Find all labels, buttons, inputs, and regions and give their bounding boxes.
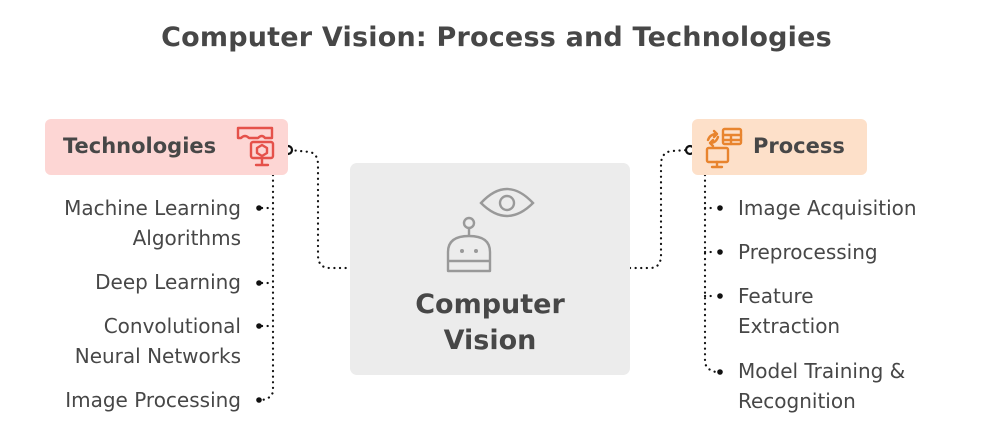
connector-technologies-center (288, 148, 352, 270)
eye-icon (479, 187, 535, 218)
item-line: Algorithms (132, 226, 241, 250)
center-label-line1: Computer (415, 289, 565, 320)
diagram-title: Computer Vision: Process and Technologie… (161, 22, 832, 53)
item-line: Deep Learning (95, 270, 241, 294)
process-label: Process (753, 134, 845, 158)
item-line: Extraction (738, 314, 841, 338)
item-line: Machine Learning (64, 196, 241, 220)
bullet-dot (717, 293, 723, 299)
bullet-dot (256, 205, 262, 211)
item-line: Preprocessing (738, 240, 878, 264)
bullet-dot (717, 249, 723, 255)
connector-process-trunk (703, 173, 718, 374)
item-line: Image Processing (65, 388, 241, 412)
technology-item: Image Processing (65, 385, 241, 415)
bullet-dot (256, 323, 262, 329)
technology-item: Deep Learning (95, 267, 241, 297)
vr-headset-monitor-icon (236, 126, 275, 167)
technologies-node: Technologies (45, 119, 288, 175)
robot-icon (446, 216, 492, 273)
item-line: Model Training & (738, 359, 906, 383)
process-item: Feature Extraction (738, 281, 840, 341)
process-node: Process (692, 119, 867, 175)
technology-item: Convolutional Neural Networks (75, 311, 241, 371)
data-transfer-monitor-icon (705, 127, 743, 169)
technologies-label: Technologies (63, 134, 217, 158)
item-line: Convolutional (103, 314, 241, 338)
technology-item: Machine Learning Algorithms (64, 193, 241, 253)
bullet-dot (717, 205, 723, 211)
connector-center-process (628, 148, 690, 270)
process-item: Image Acquisition (738, 193, 917, 223)
process-item: Model Training & Recognition (738, 356, 905, 416)
computer-vision-node: Computer Vision (350, 163, 630, 375)
process-item: Preprocessing (738, 237, 878, 267)
bullet-dot (717, 369, 723, 375)
connector-technologies-trunk (260, 173, 275, 402)
item-line: Neural Networks (74, 344, 241, 368)
computer-vision-label: Computer Vision (350, 287, 630, 359)
bullet-dot (256, 397, 262, 403)
item-line: Image Acquisition (738, 196, 917, 220)
center-label-line2: Vision (443, 325, 537, 356)
item-line: Feature (738, 284, 814, 308)
item-line: Recognition (738, 389, 856, 413)
bullet-dot (256, 280, 262, 286)
